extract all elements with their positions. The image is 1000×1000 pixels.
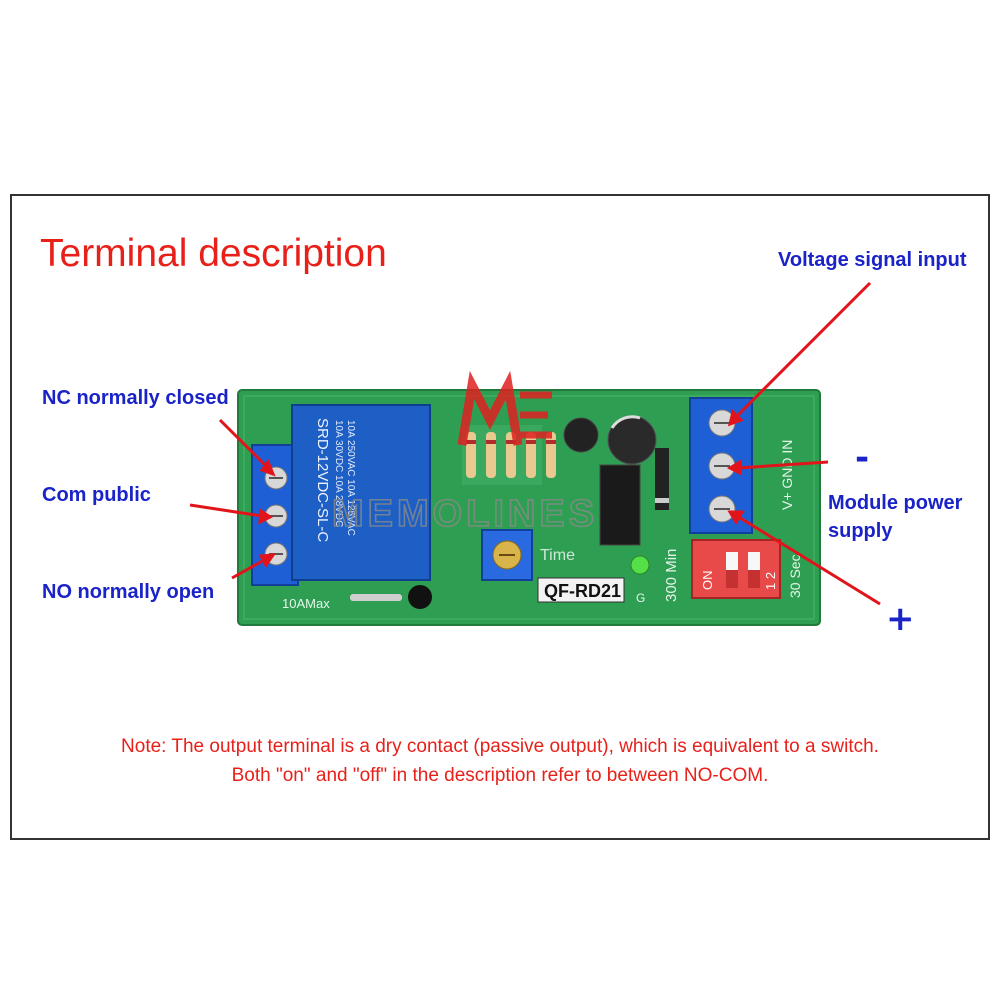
resistors	[462, 425, 556, 485]
relay-model: SRD-12VDC-SL-C	[314, 418, 331, 542]
label-nc-normally-closed: NC normally closed	[42, 387, 229, 409]
right-terminal-print: V+ GND IN	[779, 440, 795, 510]
time-label: Time	[540, 547, 575, 564]
diode	[655, 448, 669, 510]
note-line-2: Both "on" and "off" in the description r…	[231, 765, 769, 786]
sec-label: 30 Sec	[787, 554, 803, 598]
page-title: Terminal description	[40, 232, 387, 275]
pointer-lines	[189, 281, 881, 606]
min-label: 300 Min	[663, 549, 680, 602]
note-line-1: Note: The output terminal is a dry conta…	[121, 736, 879, 757]
label-com-public: Com public	[42, 484, 151, 506]
relay: 10A 250VAC 10A 125VAC 10A 30VDC 10A 28VD…	[291, 404, 431, 581]
relay-spec-1: 10A 250VAC 10A 125VAC	[345, 420, 356, 536]
led-green	[630, 555, 650, 575]
transistor	[599, 464, 641, 546]
watermark-text: MEMOLINES	[332, 493, 598, 535]
led-g-label: G	[636, 591, 645, 605]
model-label: QF-RD21	[544, 581, 621, 601]
dip-on-label: ON	[700, 571, 715, 591]
label-module-power: Module power	[828, 492, 963, 514]
dip-numbers: 1 2	[763, 572, 778, 590]
capacitor-small	[563, 417, 599, 453]
label-no-normally-open: NO normally open	[42, 581, 215, 603]
relay-spec-2: 10A 30VDC 10A 28VDC	[333, 420, 344, 527]
label-voltage-signal-input: Voltage signal input	[778, 249, 967, 271]
watermark-logo	[457, 370, 552, 446]
potentiometer	[481, 529, 533, 581]
label-supply: supply	[828, 520, 893, 542]
amax-label: 10AMax	[282, 596, 330, 611]
dip-switch: ON 1 2	[691, 539, 781, 599]
label-plus: +	[886, 599, 915, 639]
label-minus: -	[855, 438, 870, 478]
